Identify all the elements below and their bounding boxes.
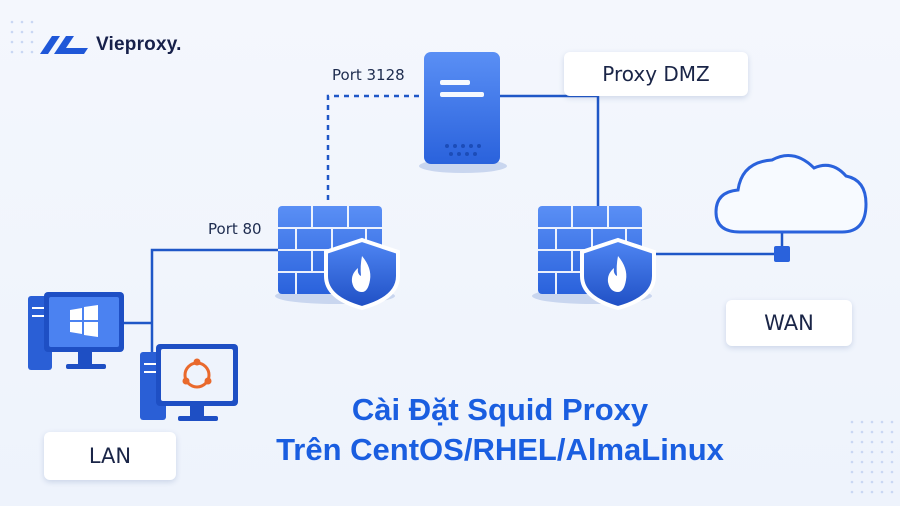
server-icon	[419, 52, 507, 173]
page-title-line-2: Trên CentOS/RHEL/AlmaLinux	[276, 432, 724, 467]
link-proxy-dmz	[500, 94, 600, 208]
wan-label: WAN	[726, 300, 852, 346]
firewall-icon	[275, 206, 400, 311]
brand-name: Vieproxy.	[96, 34, 182, 55]
ubuntu-pc-icon	[140, 344, 238, 421]
proxy-dmz-label: Proxy DMZ	[564, 52, 748, 96]
windows-pc-icon	[28, 292, 124, 370]
dot-pattern-right	[846, 420, 896, 500]
dot-pattern-left	[6, 20, 40, 60]
link-port-80	[150, 248, 280, 400]
firewall-icon	[532, 206, 656, 311]
cloud-icon	[714, 154, 868, 262]
lan-label: LAN	[44, 432, 176, 480]
logo-mark-icon	[40, 36, 88, 54]
page-title-line-1: Cài Đặt Squid Proxy	[351, 392, 649, 427]
link-port-3128	[326, 94, 426, 200]
label-port-80: Port 80	[208, 220, 262, 238]
brand-logo: Vieproxy.	[88, 30, 182, 60]
label-port-3128: Port 3128	[332, 66, 405, 84]
